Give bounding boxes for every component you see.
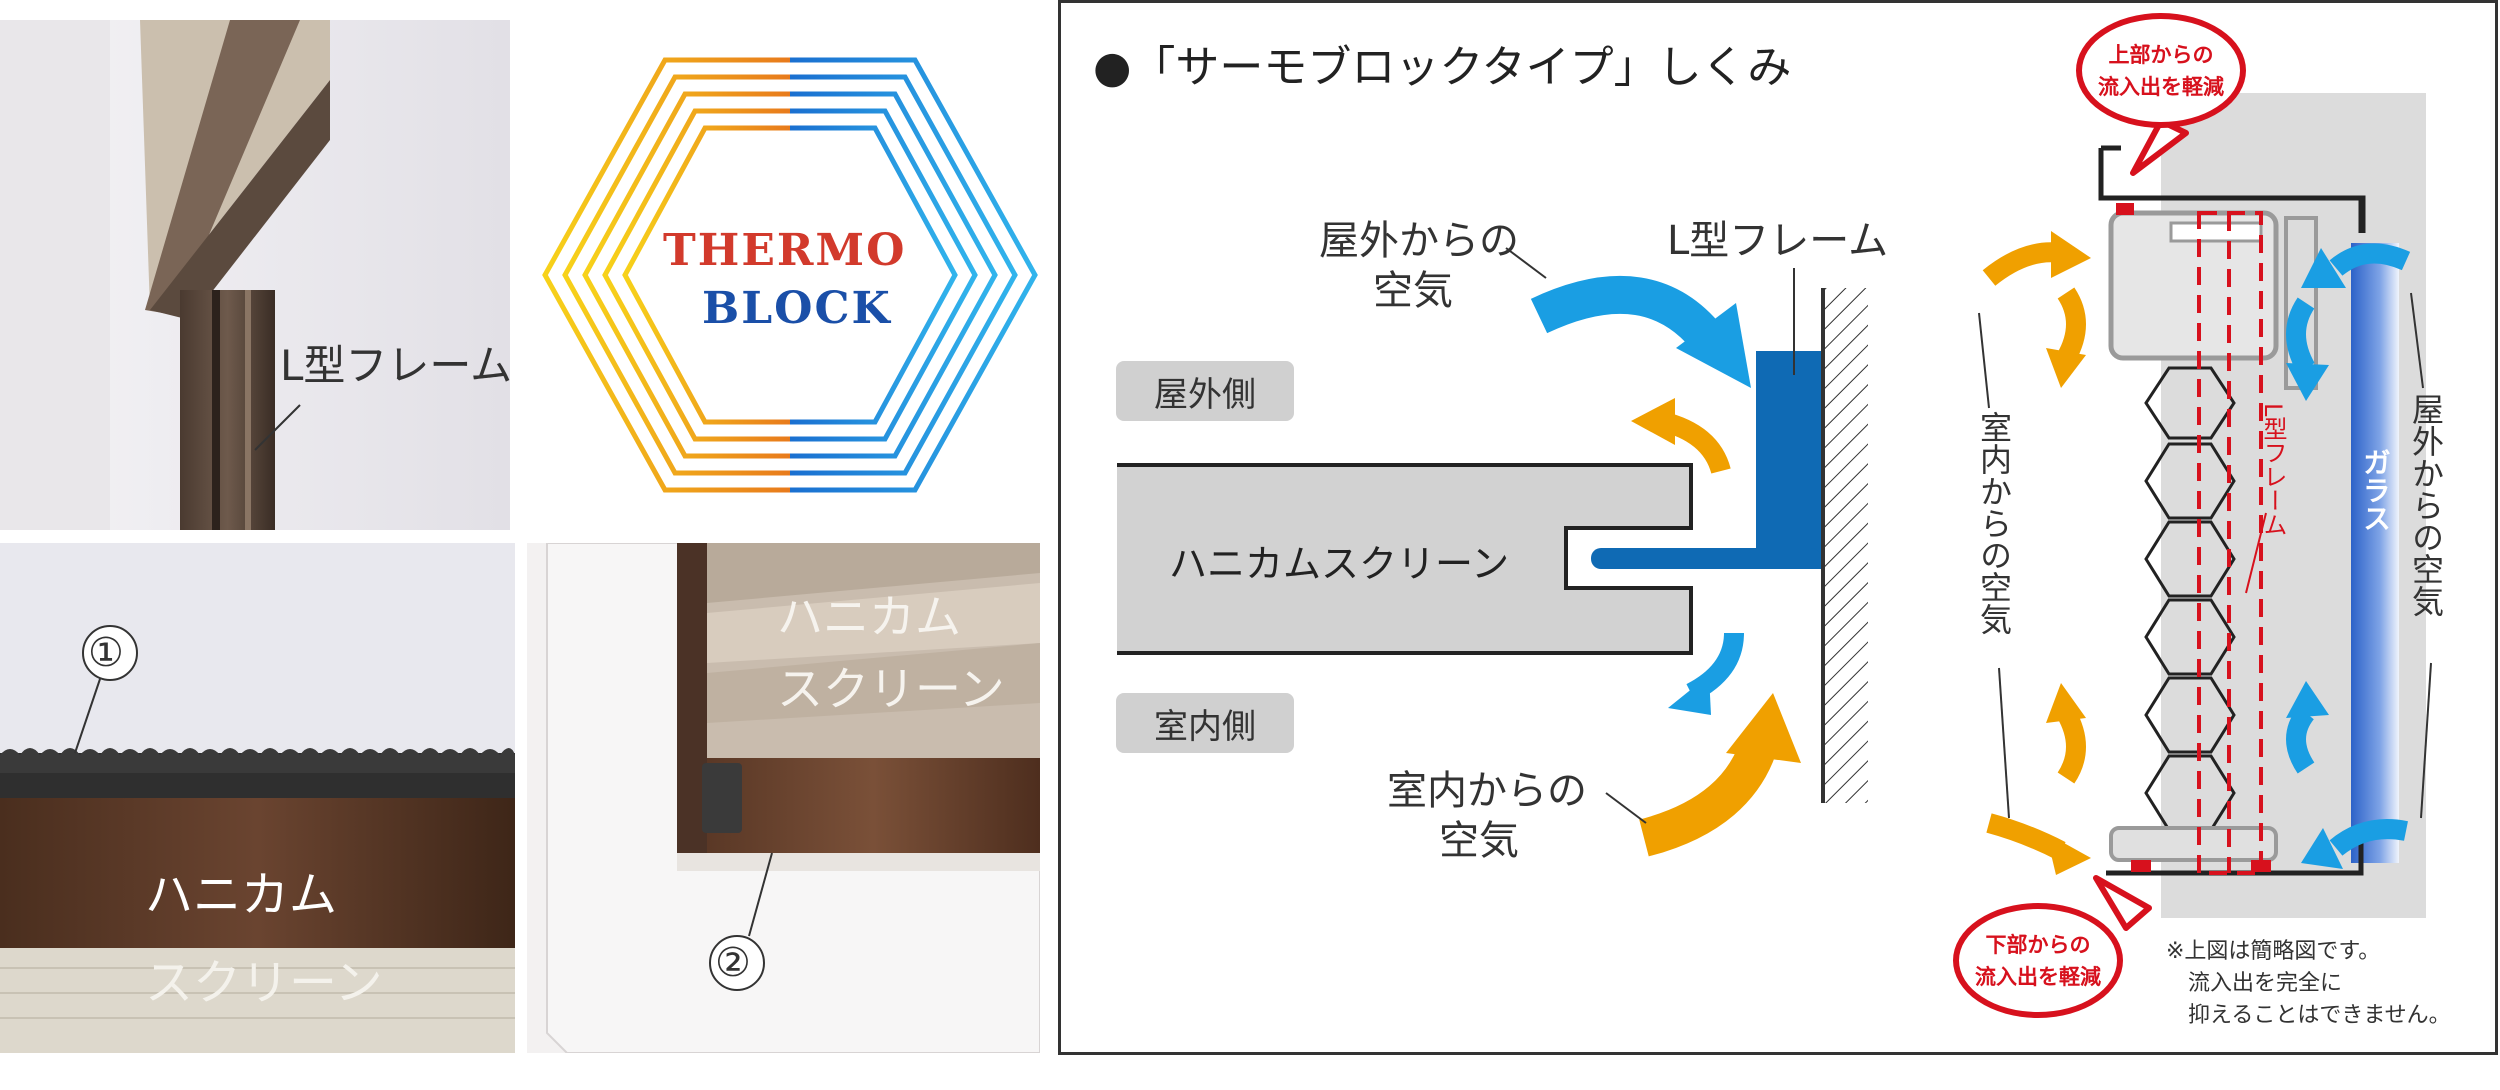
l-frame-vertical-label: L型フレーム: [2259, 403, 2287, 537]
note-line3: 抑えることはできません。: [2188, 1003, 2451, 1028]
honeycomb-cells: [2144, 366, 2236, 832]
screen-label-line2: スクリーン: [777, 662, 1005, 716]
frame-corner-illustration: [0, 20, 510, 530]
bottom-bubble-line2: 流入出を軽減: [1975, 964, 2101, 989]
indoor-air-vertical-label: 室内からの空気: [1975, 411, 2013, 635]
outdoor-side-tag: 屋外側: [1116, 361, 1294, 421]
bottom-bubble-line1: 下部からの: [1985, 932, 2091, 957]
head-box: [2108, 210, 2279, 361]
indoor-air-label-line1: 室内からの: [1387, 768, 1587, 814]
logo-hexagon: [542, 57, 1038, 493]
top-reduction-bubble: 上部からの 流入出を軽減: [2076, 13, 2246, 128]
photo-screen-bottom: ② ハニカム スクリーン: [527, 543, 1040, 1053]
glass-pane: [2351, 243, 2399, 863]
small-blue-arrow-down: [1686, 632, 1744, 702]
frame-label: L型フレーム: [280, 341, 510, 390]
logo-text-block: BLOCK: [702, 283, 892, 334]
outdoor-air-vertical-label: 屋外からの空気: [2407, 393, 2445, 617]
l-frame-shape: [1591, 351, 1821, 569]
thermo-block-diagram-panel: ●「サーモブロックタイプ」しくみ: [1058, 0, 2498, 1055]
screen-bottom-illustration: [527, 543, 1040, 1053]
photo-brush-seal: ① ハニカム スクリーン: [0, 543, 515, 1053]
top-bubble-line2: 流入出を軽減: [2098, 74, 2224, 99]
brush-seal-illustration: [0, 543, 515, 1053]
note-line2: 流入出を完全に: [2188, 971, 2343, 996]
top-bubble-line1: 上部からの: [2108, 42, 2214, 67]
l-frame-label: L型フレーム: [1667, 218, 1889, 264]
indoor-side-tag: 室内側: [1116, 693, 1294, 753]
outdoor-air-arrow: [1530, 275, 1727, 355]
indoor-air-label-line2: 空気: [1439, 818, 1519, 864]
photo-frame-corner: L型フレーム: [0, 20, 510, 530]
note-line1: ※上図は簡略図です。: [2166, 939, 2381, 964]
screen-label-line1: ハニカム: [777, 590, 961, 644]
honeycomb-label-line1: ハニカム: [145, 867, 338, 923]
outdoor-air-label-line2: 空気: [1373, 268, 1453, 314]
bottom-bar: [2109, 826, 2278, 862]
honeycomb-screen-block: [1117, 463, 1693, 655]
thermo-block-logo: THERMO BLOCK: [540, 55, 1040, 495]
marker-1: ①: [88, 630, 124, 676]
wall-hatch: [1821, 288, 1868, 803]
outdoor-air-label-line1: 屋外からの: [1319, 218, 1519, 264]
glass-label: ガラス: [2359, 448, 2392, 532]
marker-2: ②: [715, 940, 751, 986]
logo-text-thermo: THERMO: [663, 225, 907, 276]
honeycomb-label-line2: スクリーン: [145, 955, 383, 1011]
screen-label: ハニカムスクリーン: [1169, 542, 1510, 586]
bottom-reduction-bubble: 下部からの 流入出を軽減: [1953, 903, 2123, 1018]
diagram-title: ●「サーモブロックタイプ」しくみ: [1093, 42, 1792, 93]
diagram-drawing: [1117, 93, 2432, 931]
